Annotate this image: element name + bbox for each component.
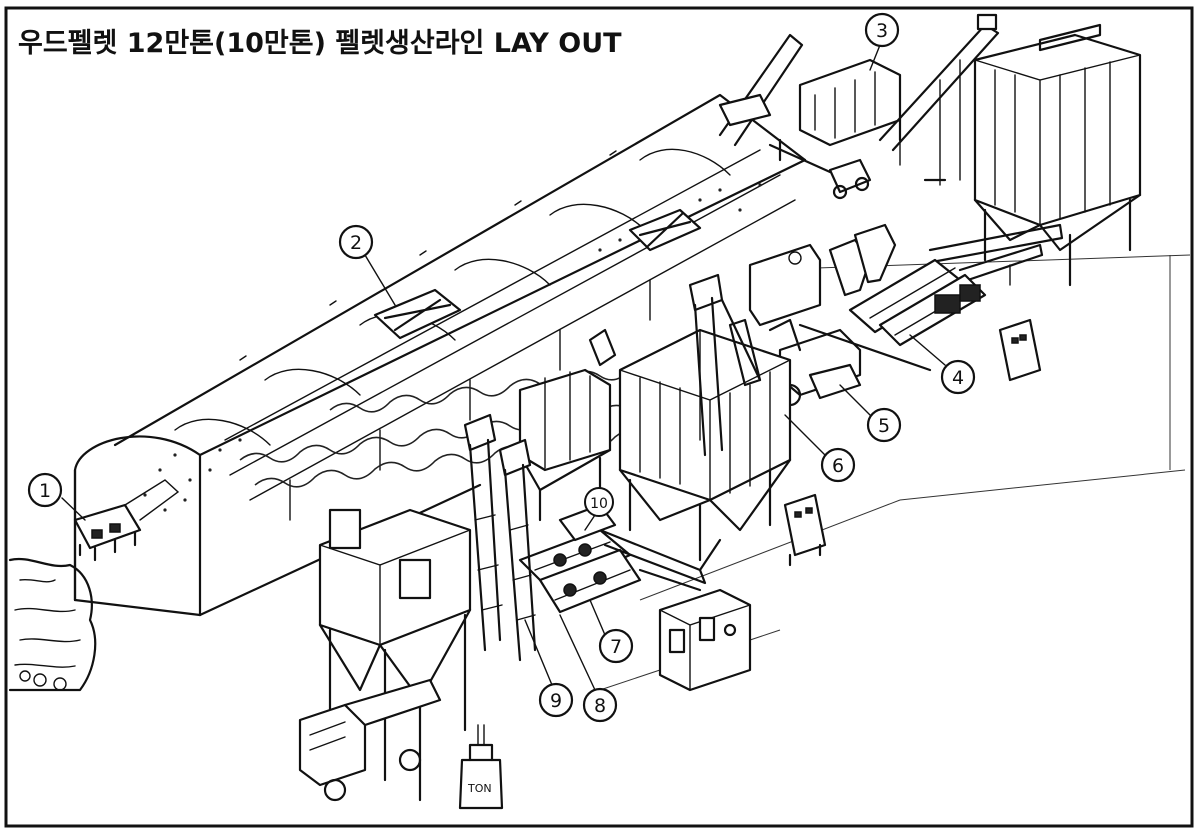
delivery-truck xyxy=(298,678,442,802)
callout-label: 9 xyxy=(550,690,562,712)
callout-label: 5 xyxy=(878,415,890,437)
callout-9: 9 xyxy=(524,619,574,718)
callout-label: 1 xyxy=(39,480,51,502)
bucket-elevator-center xyxy=(688,273,762,457)
callout-label: 10 xyxy=(590,496,608,512)
ton-bag: TON xyxy=(458,724,504,810)
large-silo xyxy=(973,23,1142,287)
callout-2: 2 xyxy=(338,224,396,306)
callout-label: 2 xyxy=(350,232,362,254)
control-cabinet-center xyxy=(783,493,827,567)
bucket-elevator-pair xyxy=(463,413,537,662)
ton-bag-label: TON xyxy=(467,782,492,795)
callout-label: 8 xyxy=(594,695,606,717)
callout-5: 5 xyxy=(839,384,902,443)
callout-6: 6 xyxy=(784,414,856,483)
dust-collector xyxy=(518,328,617,522)
callout-7: 7 xyxy=(589,599,634,664)
callout-1: 1 xyxy=(27,472,86,521)
callout-3: 3 xyxy=(864,12,900,71)
callout-label: 6 xyxy=(832,455,844,477)
product-silo xyxy=(318,508,472,802)
callout-8: 8 xyxy=(559,614,618,723)
chipper-feeder xyxy=(73,479,180,562)
top-feeder-unit xyxy=(718,33,902,162)
callout-label: 3 xyxy=(876,20,888,42)
diagram-border xyxy=(4,6,1194,828)
callout-label: 4 xyxy=(952,367,964,389)
callout-4: 4 xyxy=(909,334,976,395)
pellet-mill-line xyxy=(518,503,722,614)
callout-label: 7 xyxy=(610,636,622,658)
inclined-conveyor-to-silo xyxy=(878,13,1000,186)
cyclone-group xyxy=(748,223,897,327)
control-cabinet-right xyxy=(998,318,1042,382)
mobile-loader xyxy=(768,143,872,200)
callout-10: 10 xyxy=(584,487,614,531)
control-room xyxy=(658,588,752,692)
wood-log-pile xyxy=(8,557,97,692)
diagram-title: 우드펠렛 12만톤(10만톤) 펠렛생산라인 LAY OUT xyxy=(18,28,622,59)
center-silo xyxy=(618,328,792,562)
turner-machine xyxy=(373,208,702,340)
rotary-dryer xyxy=(848,258,987,347)
